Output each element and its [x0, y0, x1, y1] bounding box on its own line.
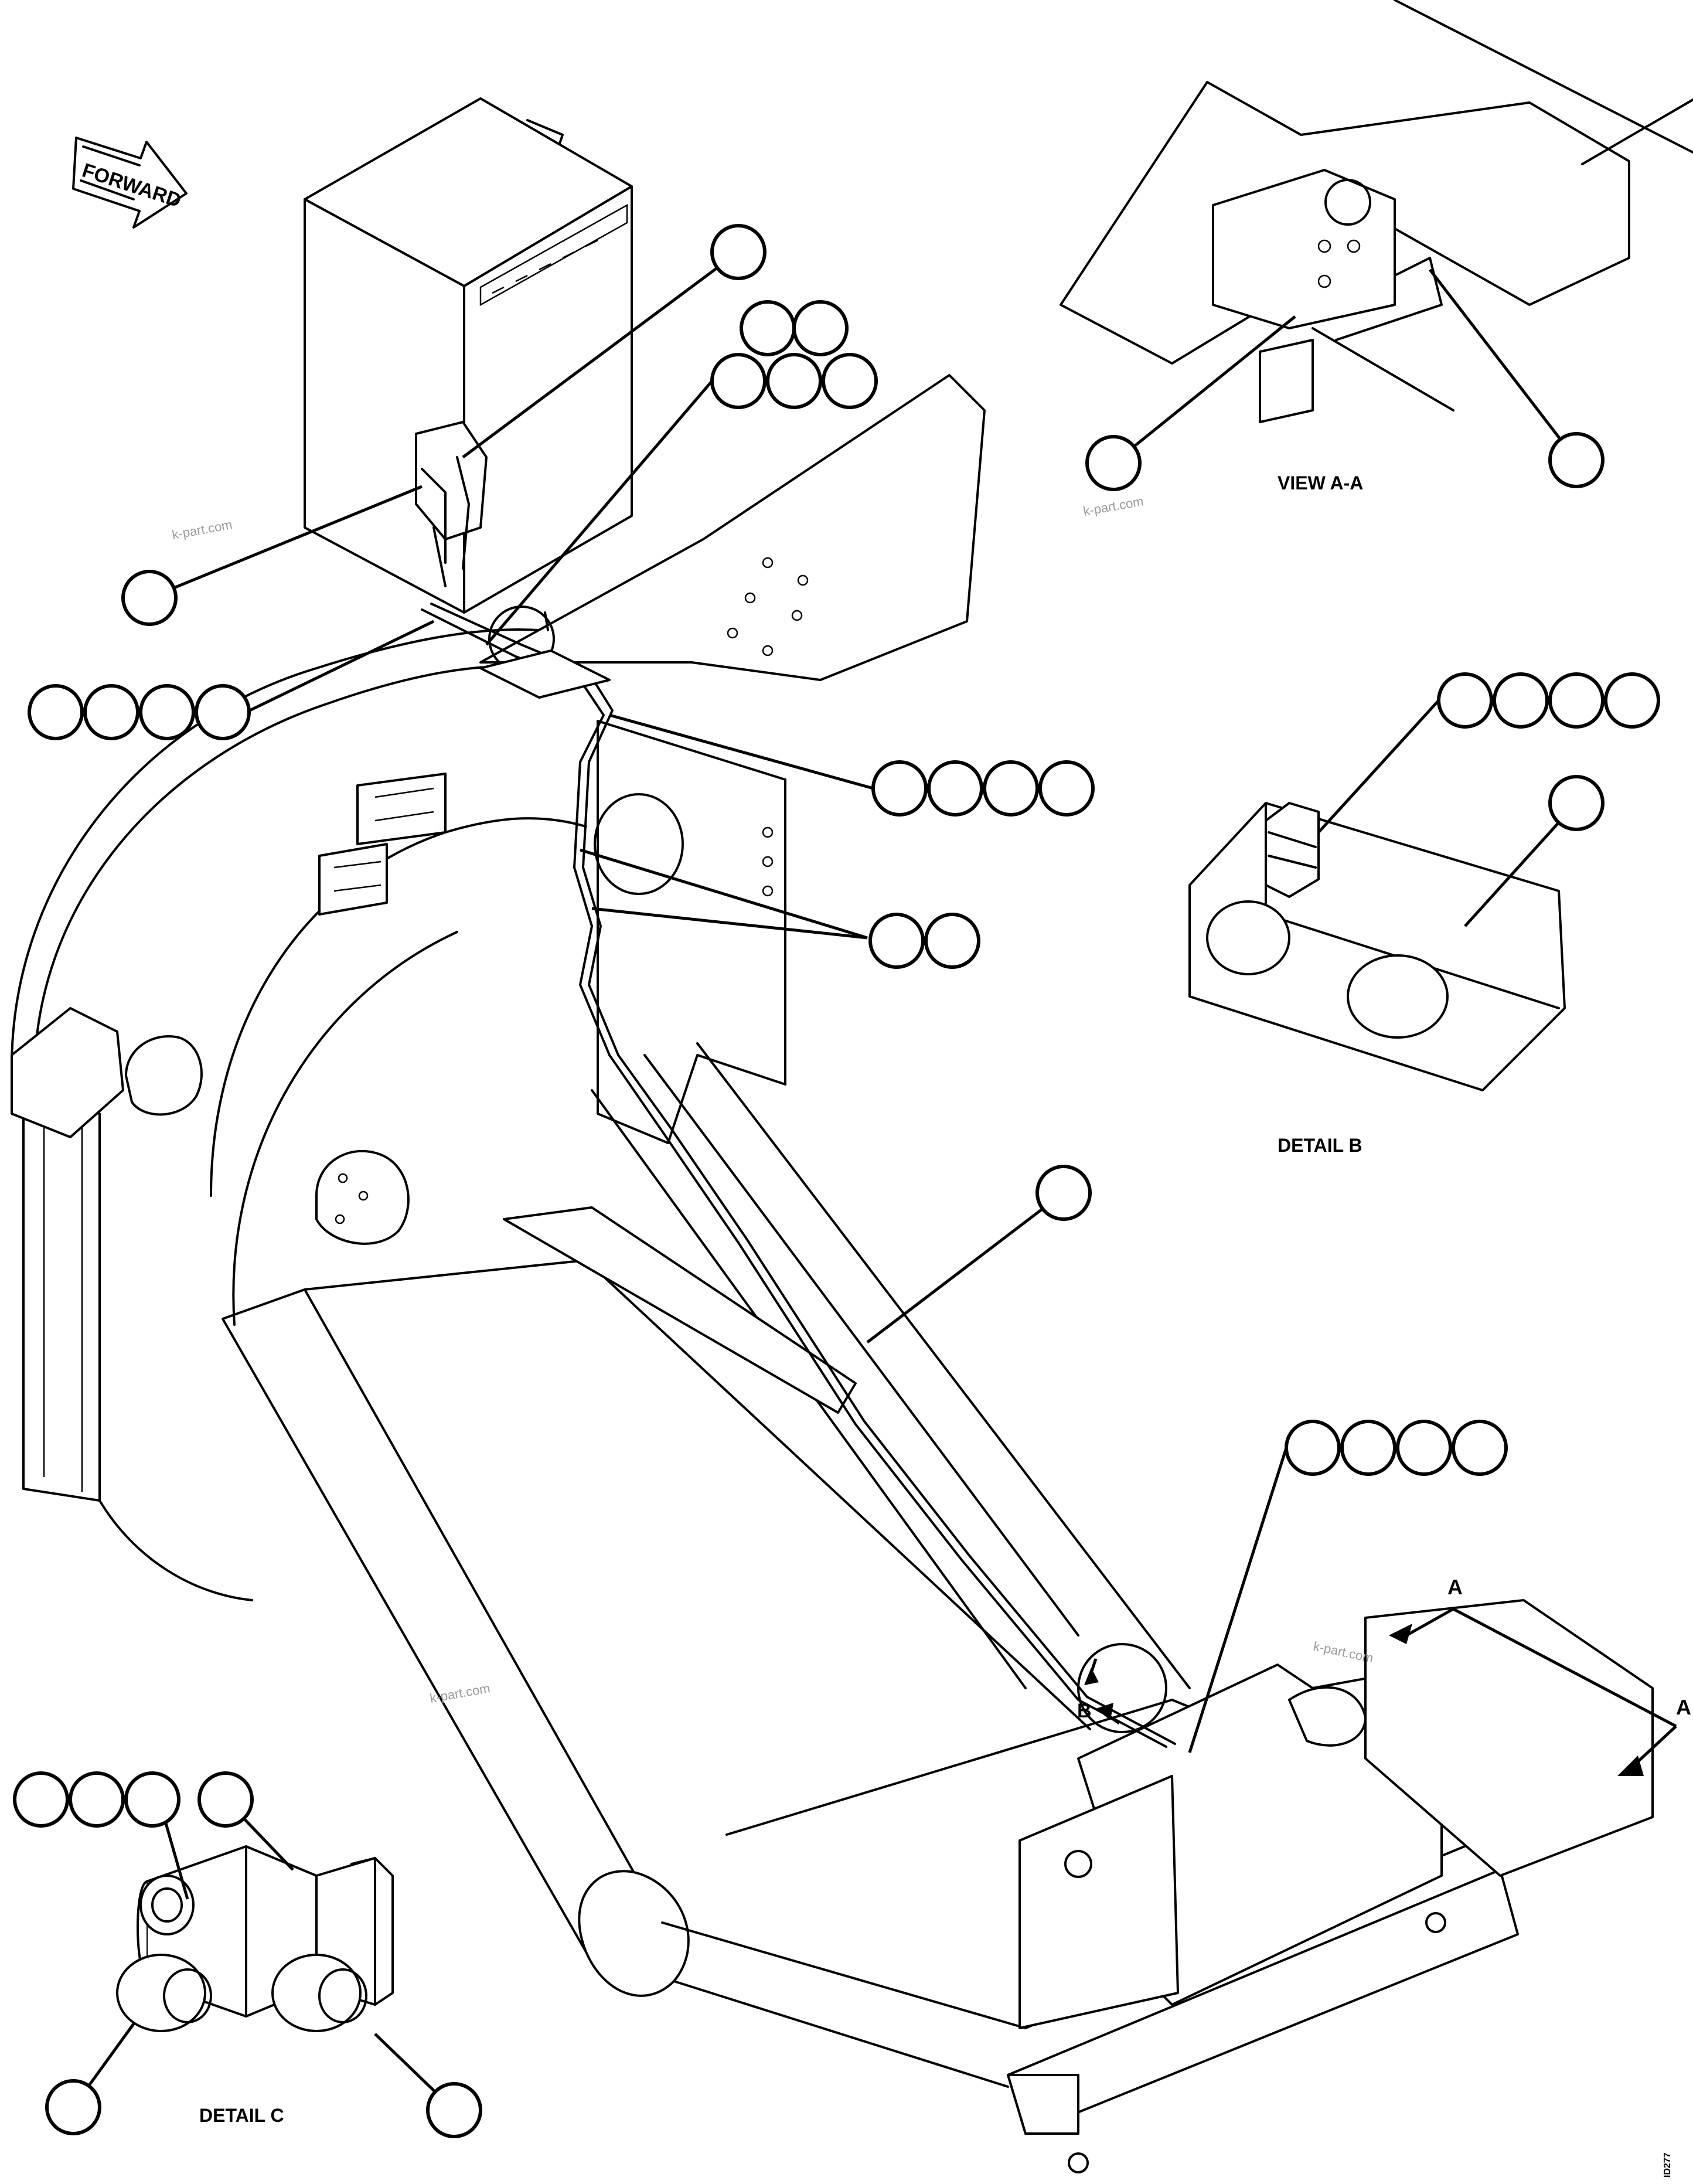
detail-b-marker: B: [1077, 1658, 1120, 1725]
callout-bubble: [766, 353, 822, 409]
section-a-markers: A A: [1389, 1575, 1691, 1776]
drawing-number: ID277: [1663, 2152, 1672, 2178]
callout-bubble: [426, 2082, 482, 2138]
callout-bubble: [1437, 672, 1493, 729]
control-box: [304, 97, 633, 614]
callout-bubble: [1493, 672, 1549, 729]
callout-bubble: [1085, 435, 1142, 491]
callout-bubble: [124, 1771, 180, 1828]
callout-bubble: [1548, 432, 1605, 488]
callout-bubble: [868, 913, 925, 969]
detail-c-label: DETAIL C: [199, 2105, 284, 2126]
hose-routing: [421, 603, 1176, 1748]
callout-bubble: [1340, 1420, 1396, 1476]
callout-bubble: [83, 684, 139, 740]
callout-bubble: [195, 684, 251, 740]
callout-bubble: [1452, 1420, 1508, 1476]
callout-bubble: [983, 760, 1039, 817]
callout-bubble: [1548, 672, 1605, 729]
callout-bubble: [822, 353, 878, 409]
watermark: k-part.com: [1082, 494, 1145, 519]
watermark: k-part.com: [171, 517, 234, 542]
callout-bubble: [710, 224, 767, 280]
detail-b-marker-label: B: [1077, 1700, 1092, 1722]
callout-bubble: [69, 1771, 125, 1828]
callout-bubble: [1285, 1420, 1341, 1476]
detail-b-inset: DETAIL B: [1188, 672, 1660, 1156]
callout-bubble: [1548, 775, 1605, 831]
callout-bubble: [139, 684, 195, 740]
callout-bubble: [924, 913, 980, 969]
watermark: k-part.com: [429, 1680, 492, 1706]
callout-bubble: [28, 684, 84, 740]
callout-bubble: [45, 2079, 101, 2135]
callout-bubble: [1604, 672, 1660, 729]
callout-bubble: [871, 760, 928, 817]
view-aa-inset: VIEW A-A: [1060, 0, 1693, 494]
callout-bubble: [1035, 1165, 1092, 1221]
callout-bubble: [792, 300, 849, 356]
detail-c-inset: DETAIL C: [13, 1771, 482, 2138]
callouts-main: [28, 224, 1508, 1753]
callout-bubble: [927, 760, 983, 817]
detail-b-label: DETAIL B: [1278, 1135, 1362, 1156]
callout-bubble: [197, 1771, 254, 1828]
main-frame: [11, 374, 1654, 2173]
forward-arrow: FORWARD: [72, 137, 188, 229]
callout-bubble: [1038, 760, 1095, 817]
callout-bubble: [740, 300, 796, 356]
section-a-label-2: A: [1676, 1695, 1691, 1719]
view-aa-label: VIEW A-A: [1278, 472, 1363, 494]
callout-bubble: [121, 570, 178, 626]
section-a-label-1: A: [1447, 1575, 1463, 1599]
callout-bubble: [1396, 1420, 1452, 1476]
callout-bubble: [13, 1771, 69, 1828]
callout-bubble: [710, 353, 767, 409]
